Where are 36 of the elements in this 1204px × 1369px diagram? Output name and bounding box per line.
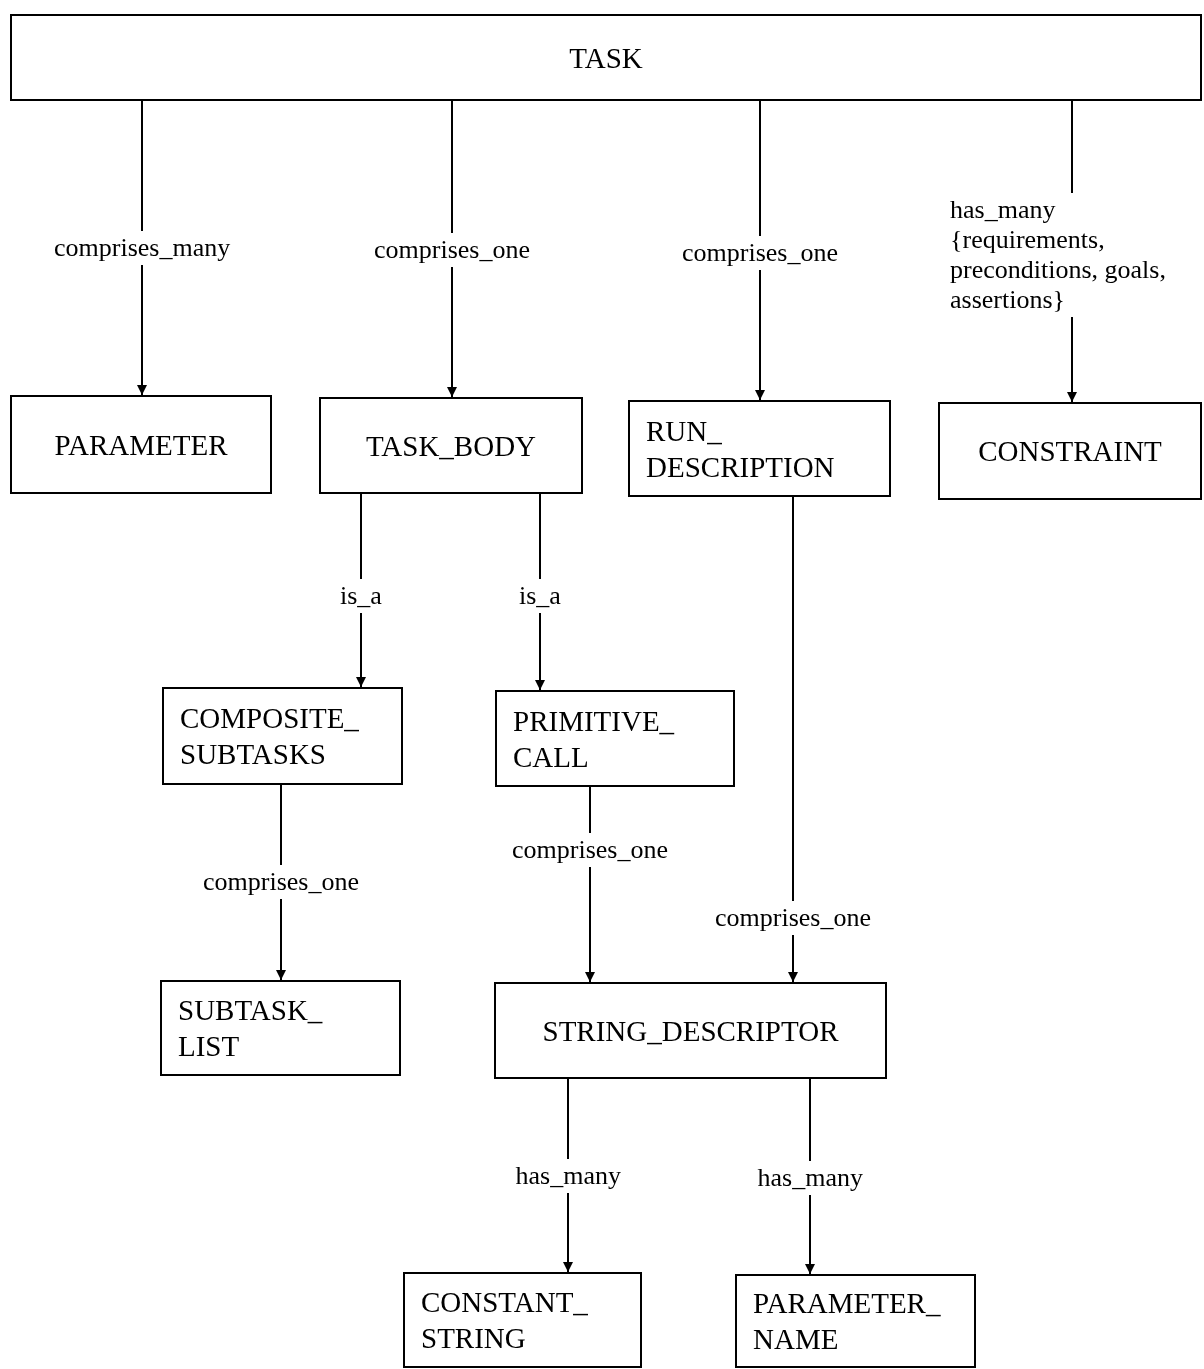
arrow bbox=[137, 100, 147, 396]
entity-name: SUBTASK_ LIST bbox=[178, 993, 324, 1064]
edge-label: comprises_one bbox=[682, 236, 838, 270]
edge-label: is_a bbox=[340, 579, 382, 613]
entity-name: CONSTANT_ STRING bbox=[421, 1285, 589, 1356]
edge-label: has_many bbox=[515, 1159, 621, 1193]
entity-name: PARAMETER_ NAME bbox=[753, 1286, 942, 1357]
entity-box bbox=[319, 397, 583, 494]
entity-name: TASK bbox=[569, 40, 643, 76]
arrow bbox=[755, 100, 765, 401]
entity-box bbox=[494, 982, 887, 1079]
entity-box bbox=[495, 690, 735, 787]
edge-label: comprises_one bbox=[374, 233, 530, 267]
entity-name: TASK_BODY bbox=[365, 428, 537, 464]
entity-name: STRING_DESCRIPTOR bbox=[542, 1013, 839, 1049]
entity-name: PRIMITIVE_ CALL bbox=[513, 703, 676, 775]
edge-label: comprises_one bbox=[203, 865, 359, 899]
entity-box bbox=[10, 14, 1202, 101]
entity-box bbox=[938, 402, 1202, 500]
arrow bbox=[447, 100, 457, 398]
entity-name: COMPOSITE_ SUBTASKS bbox=[180, 701, 360, 772]
entity-box bbox=[162, 687, 403, 785]
edge-label: is_a bbox=[519, 579, 561, 613]
edge-label: comprises_one bbox=[715, 901, 871, 935]
entity-box bbox=[403, 1272, 642, 1368]
entity-box bbox=[735, 1274, 976, 1368]
edge-label: comprises_one bbox=[512, 833, 668, 867]
entity-box bbox=[10, 395, 272, 494]
arrow bbox=[788, 496, 798, 983]
entity-name: RUN_ DESCRIPTION bbox=[646, 413, 836, 485]
entity-name: CONSTRAINT bbox=[978, 434, 1162, 469]
edge-label: comprises_many bbox=[54, 231, 231, 265]
entity-name: PARAMETER bbox=[54, 427, 228, 463]
edge-label: has_many bbox=[757, 1161, 863, 1195]
entity-box bbox=[160, 980, 401, 1076]
entity-box bbox=[628, 400, 891, 497]
